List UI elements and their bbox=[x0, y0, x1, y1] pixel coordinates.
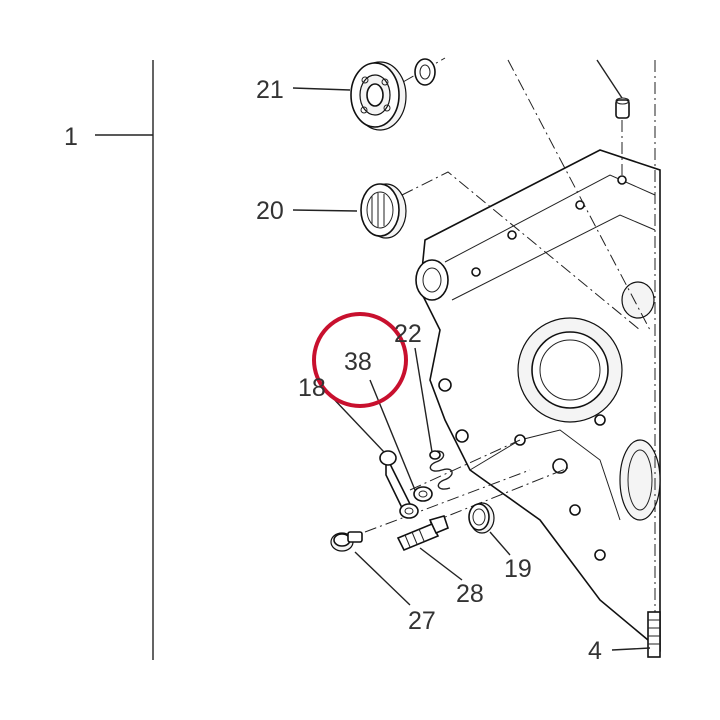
label-19: 19 bbox=[504, 555, 532, 583]
label-22: 22 bbox=[394, 320, 422, 348]
lever-18 bbox=[379, 450, 419, 519]
label-38: 38 bbox=[344, 348, 372, 376]
stud-4 bbox=[647, 611, 661, 658]
axis-lines bbox=[364, 57, 651, 533]
washer-38 bbox=[413, 486, 433, 502]
stud-28 bbox=[396, 515, 449, 552]
leader-lines bbox=[292, 59, 651, 651]
bolt-27 bbox=[330, 531, 363, 552]
ball-bearing-21 bbox=[350, 58, 436, 131]
label-21: 21 bbox=[256, 76, 284, 104]
label-4: 4 bbox=[588, 637, 602, 665]
highlight-circle bbox=[312, 312, 408, 408]
roller-bearing-19 bbox=[468, 502, 495, 534]
label-28: 28 bbox=[456, 580, 484, 608]
label-1: 1 bbox=[64, 123, 78, 151]
needle-bearing-20 bbox=[360, 183, 407, 239]
dowel-pin bbox=[615, 97, 630, 119]
label-20: 20 bbox=[256, 197, 284, 225]
label-27: 27 bbox=[408, 607, 436, 635]
spring-22 bbox=[429, 450, 453, 490]
assembly-bracket bbox=[95, 60, 154, 660]
label-18: 18 bbox=[298, 374, 326, 402]
housing-casting bbox=[415, 60, 661, 652]
